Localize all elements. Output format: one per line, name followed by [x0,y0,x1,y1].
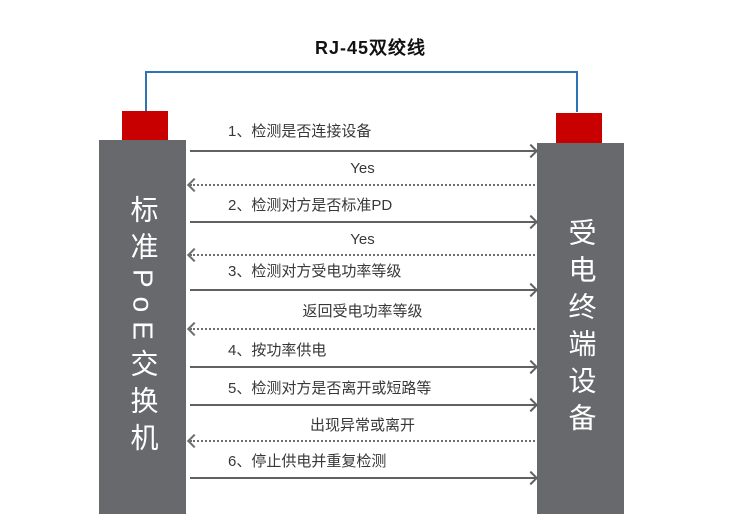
arrow-right-solid-6 [190,477,535,479]
powered-device-pillar: 受电终端设备 [537,143,624,514]
message-label-3: 2、检测对方是否标准PD [228,197,393,214]
arrow-left-dotted-4 [190,440,535,442]
arrow-right-solid-3 [190,289,535,291]
rj45-cable-line [145,71,578,112]
message-label-9: 出现异常或离开 [309,417,415,434]
arrow-right-solid-5 [190,404,535,406]
message-label-7: 4、按功率供电 [228,342,327,359]
message-label-8: 5、检测对方是否离开或短路等 [228,380,432,397]
arrow-right-solid-1 [190,150,535,152]
poe-switch-label: 标准PoE交换机 [127,194,159,460]
arrow-left-dotted-3 [190,328,535,330]
message-label-4: Yes [350,231,375,248]
powered-device-label: 受电终端设备 [565,217,597,440]
message-label-1: 1、检测是否连接设备 [228,123,372,140]
arrow-left-dotted-1 [190,184,535,186]
message-label-6: 返回受电功率等级 [302,303,423,320]
message-label-5: 3、检测对方受电功率等级 [228,263,402,280]
left-connector-block [122,111,168,141]
diagram-title: RJ-45双绞线 [314,38,427,58]
poe-switch-pillar: 标准PoE交换机 [99,140,186,514]
message-label-2: Yes [350,160,375,177]
right-connector-block [556,113,602,143]
arrow-left-dotted-2 [190,254,535,256]
arrow-right-solid-2 [190,221,535,223]
arrow-right-solid-4 [190,366,535,368]
message-label-10: 6、停止供电并重复检测 [228,453,387,470]
